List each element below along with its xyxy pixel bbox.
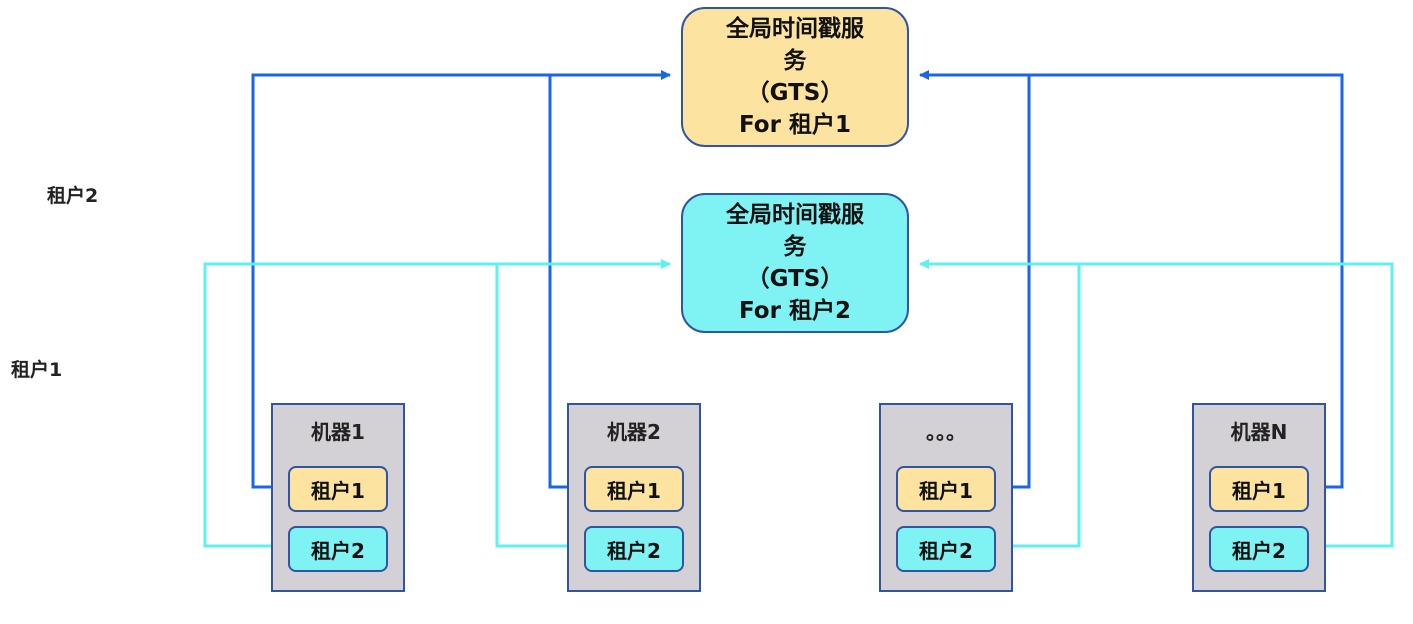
machine-n: 机器N 租户1 租户2 [1192, 403, 1326, 592]
gts-title-line1: 全局时间戳服 [726, 16, 864, 42]
tenant1-node: 租户1 [896, 466, 996, 512]
machine-1: 机器1 租户1 租户2 [271, 403, 405, 592]
tenant1-node: 租户1 [288, 466, 388, 512]
gts-title-line2: 务 [783, 48, 807, 74]
tenant2-link-machine3 [997, 264, 1081, 548]
tenant2-node: 租户2 [1209, 526, 1309, 572]
gts-tenant1-box: 全局时间戳服 务 （GTS） For 租户1 [681, 7, 909, 147]
machine-title: 。。。 [926, 420, 966, 444]
legend-tenant2-label: 租户2 [47, 185, 99, 207]
tenant1-node: 租户1 [584, 466, 684, 512]
machine-title: 机器2 [607, 420, 661, 444]
tenant2-node: 租户2 [896, 526, 996, 572]
gts-title-line1: 全局时间戳服 [726, 202, 864, 228]
machine-2: 机器2 租户1 租户2 [567, 403, 701, 592]
tenant1-link-machine1 [251, 70, 671, 489]
gts-tenant2-box: 全局时间戳服 务 （GTS） For 租户2 [681, 193, 909, 333]
tenant2-link-machine1 [203, 259, 671, 548]
tenant2-link-machine2 [495, 264, 583, 548]
tenant1-node: 租户1 [1209, 466, 1309, 512]
gts-title-line2: 务 [783, 234, 807, 260]
tenant2-node: 租户2 [288, 526, 388, 572]
machine-ellipsis: 。。。 租户1 租户2 [879, 403, 1013, 592]
legend-tenant1-label: 租户1 [11, 359, 63, 381]
tenant2-link-machineN [919, 259, 1394, 548]
gts-title-line3: （GTS） [746, 266, 844, 292]
gts-title-line4: For 租户2 [739, 298, 851, 324]
gts-title-line3: （GTS） [746, 80, 844, 106]
gts-title-line4: For 租户1 [739, 112, 851, 138]
machine-title: 机器N [1230, 420, 1288, 444]
tenant2-node: 租户2 [584, 526, 684, 572]
tenant1-link-machineN [919, 70, 1344, 489]
machine-title: 机器1 [311, 420, 365, 444]
